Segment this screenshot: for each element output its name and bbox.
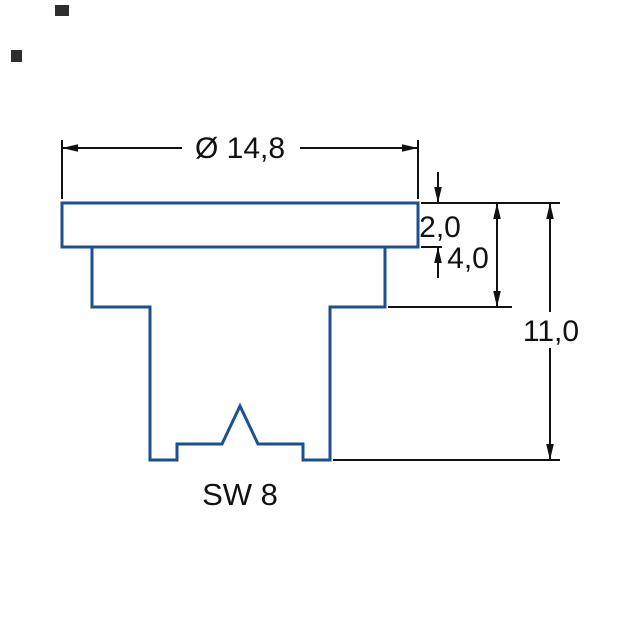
total-height-label-background [518, 312, 584, 348]
diameter-label: Ø 14,8 [195, 132, 285, 165]
total-height-label: 11,0 [523, 315, 579, 348]
flange-thickness-label: 2,0 [419, 211, 461, 244]
head-height-label-background [442, 241, 494, 274]
wrench-size-label: SW 8 [202, 477, 278, 512]
corner-artifact-mark [55, 5, 69, 16]
corner-artifact-mark [11, 50, 22, 62]
part-body-outline [90, 245, 387, 462]
head-height-label: 4,0 [447, 242, 489, 275]
diameter-label-background [182, 130, 300, 166]
part-flange-outline [60, 201, 420, 249]
